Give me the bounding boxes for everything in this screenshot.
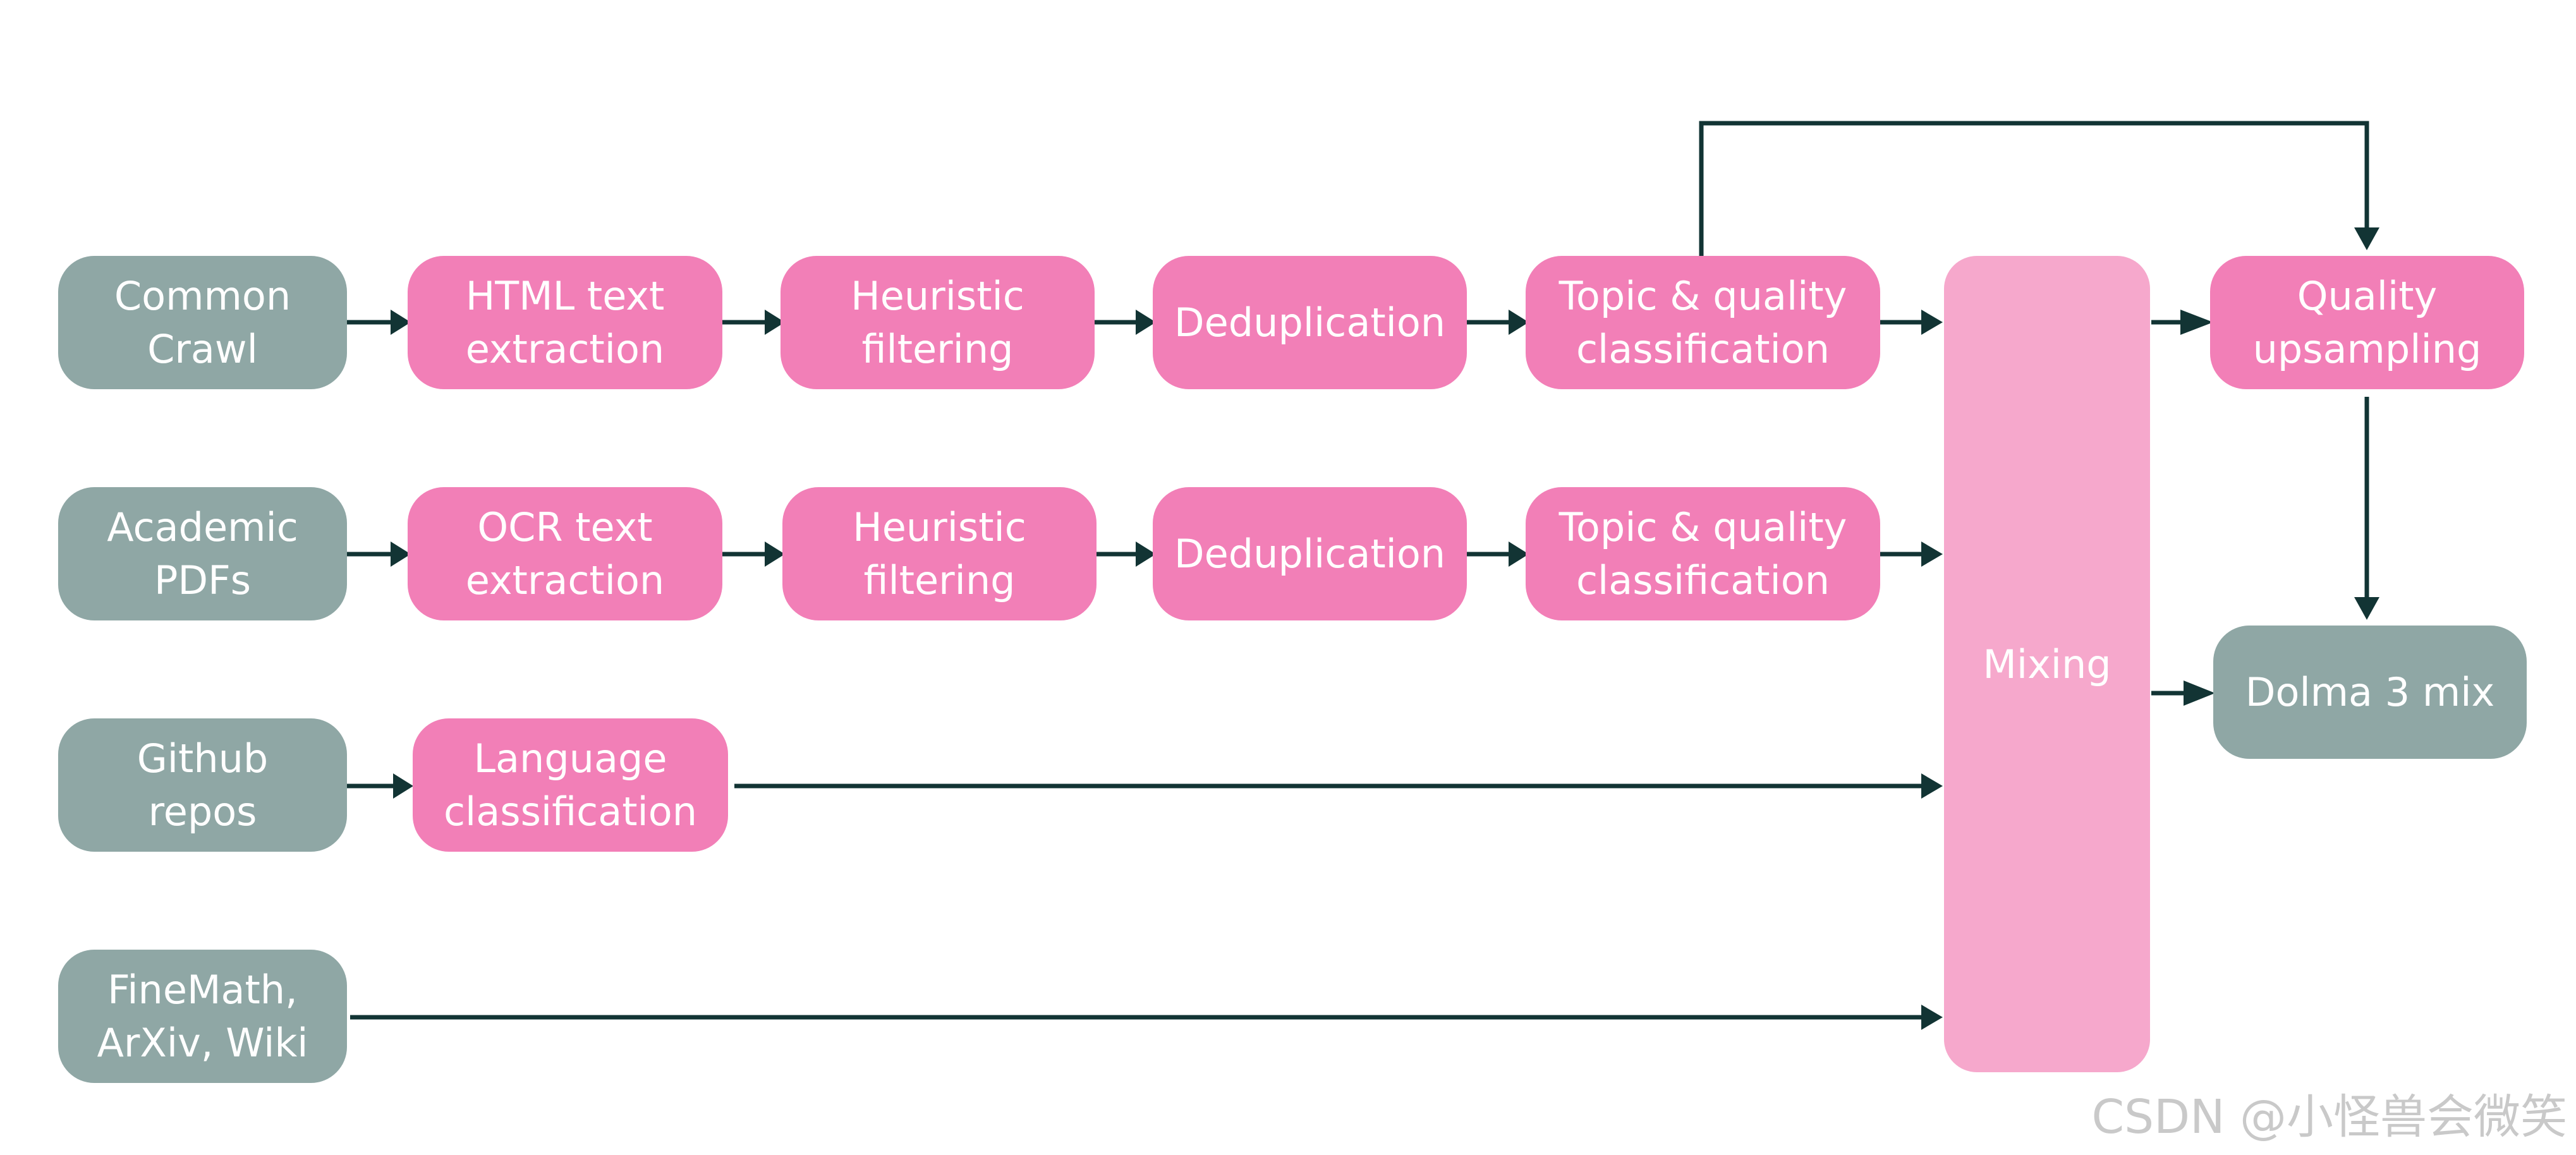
arrowhead [2180,310,2213,335]
arrowhead [391,310,411,335]
arrowhead [1136,310,1156,335]
quality-upsampling-node: Quality upsampling [2210,256,2524,389]
mixing-node: Mixing [1944,256,2150,1072]
source-node: Github repos [58,718,347,852]
arrowhead [391,541,411,567]
arrowhead [1921,310,1943,335]
arrowhead [1921,773,1943,799]
arrow-topic-to-quality-bypass [1699,121,2369,256]
arrowhead [1136,541,1156,567]
arrowhead [1921,1005,1943,1030]
source-node: Common Crawl [58,256,347,389]
arrowhead [393,773,413,799]
process-node: Language classification [413,718,728,852]
source-node: Academic PDFs [58,487,347,620]
arrowhead [1509,541,1529,567]
process-node: Topic & quality classification [1526,256,1880,389]
arrowhead [2184,680,2215,706]
process-node: OCR text extraction [408,487,722,620]
process-node: HTML text extraction [408,256,722,389]
arrowhead [765,310,785,335]
process-node: Heuristic filtering [782,487,1097,620]
watermark: CSDN @小怪兽会微笑 [2091,1090,2567,1144]
process-node: Topic & quality classification [1526,487,1880,620]
process-node: Heuristic filtering [781,256,1095,389]
arrowhead [1509,310,1529,335]
arrowhead [2354,227,2379,250]
process-node: Deduplication [1153,256,1467,389]
source-node: FineMath, ArXiv, Wiki [58,950,347,1083]
arrowhead [1921,541,1943,567]
process-node: Deduplication [1153,487,1467,620]
output-node: Dolma 3 mix [2213,626,2527,759]
arrowhead [2354,597,2379,620]
arrowhead [765,541,785,567]
